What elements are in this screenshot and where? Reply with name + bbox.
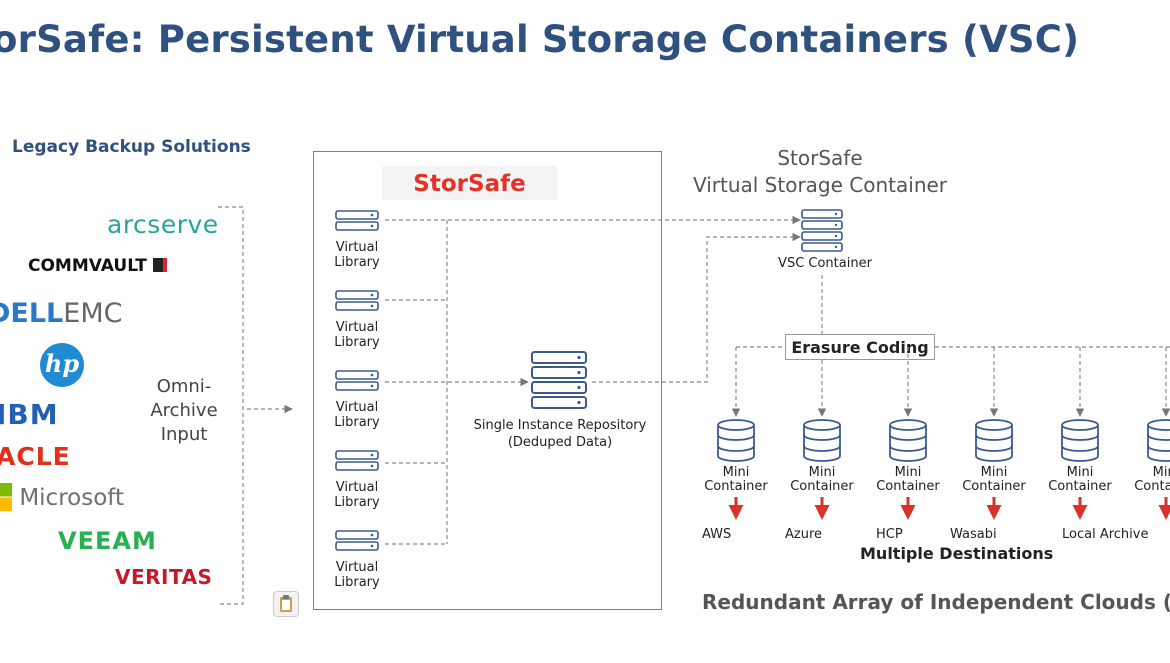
page-title: orSafe: Persistent Virtual Storage Conta…	[0, 18, 1080, 61]
server-icon	[335, 450, 379, 471]
mc-line2: Container	[790, 479, 854, 494]
microsoft-squares-icon	[0, 483, 12, 511]
sir-line1: Single Instance Repository	[473, 418, 647, 433]
hp-logo: hp	[40, 343, 84, 387]
mini-container-label: Mini Container	[782, 466, 862, 494]
mc-line2: Container	[1134, 479, 1170, 494]
database-icon	[889, 419, 927, 462]
omni-line2: Archive	[150, 400, 218, 421]
server-icon	[335, 530, 379, 551]
virtual-library-label: Virtual Library	[322, 400, 392, 430]
vsc-server-icon	[801, 209, 843, 252]
omni-archive-input-label: Omni- Archive Input	[140, 375, 228, 447]
destination-hcp: HCP	[876, 527, 903, 542]
database-icon	[1061, 419, 1099, 462]
vl-line2: Library	[334, 335, 380, 350]
destination-azure: Azure	[785, 527, 823, 542]
arcserve-logo: arcserve	[107, 210, 219, 239]
vl-line1: Virtual	[335, 240, 379, 255]
database-icon	[717, 419, 755, 462]
vsc-title: StorSafe Virtual Storage Container	[680, 145, 960, 199]
mini-container-label: Mini Container	[1126, 466, 1170, 494]
dell-text: DELL	[0, 298, 64, 329]
omni-line3: Input	[160, 424, 208, 445]
vl-line1: Virtual	[335, 560, 379, 575]
database-icon	[975, 419, 1013, 462]
server-icon	[335, 370, 379, 391]
vsc-title-line2: Virtual Storage Container	[692, 173, 948, 197]
clipboard-icon[interactable]	[273, 591, 299, 617]
server-icon	[335, 210, 379, 231]
mc-line2: Container	[962, 479, 1026, 494]
microsoft-logo: Microsoft	[0, 483, 124, 511]
vl-line2: Library	[334, 575, 380, 590]
vl-line1: Virtual	[335, 320, 379, 335]
mc-line1: Mini	[808, 465, 836, 480]
database-icon	[803, 419, 841, 462]
sir-line2: (Deduped Data)	[507, 435, 613, 450]
legacy-bracket	[218, 206, 244, 605]
commvault-text: COMMVAULT	[28, 256, 147, 276]
vl-line1: Virtual	[335, 480, 379, 495]
mc-line1: Mini	[722, 465, 750, 480]
emc-text: EMC	[63, 298, 123, 329]
mc-line1: Mini	[894, 465, 922, 480]
mini-container-label: Mini Container	[868, 466, 948, 494]
server-icon	[335, 290, 379, 311]
raic-caption: Redundant Array of Independent Clouds (R…	[702, 590, 1170, 614]
veeam-logo: VEEAM	[58, 527, 157, 555]
virtual-library-label: Virtual Library	[322, 480, 392, 510]
mini-container-label: Mini Container	[696, 466, 776, 494]
storsafe-label: StorSafe	[382, 166, 557, 200]
dellemc-logo: DELLEMC	[0, 298, 122, 329]
ibm-logo: IBM	[0, 398, 59, 431]
clipboard-icon-glyph	[280, 595, 292, 612]
vsc-container-label: VSC Container	[778, 256, 872, 271]
destination-wasabi: Wasabi	[950, 527, 997, 542]
commvault-mark-icon	[152, 258, 167, 272]
mc-line2: Container	[704, 479, 768, 494]
destination-local-archive: Local Archive	[1062, 527, 1149, 542]
vl-line2: Library	[334, 415, 380, 430]
vl-line1: Virtual	[335, 400, 379, 415]
vl-line2: Library	[334, 495, 380, 510]
mc-line1: Mini	[1066, 465, 1094, 480]
virtual-library-label: Virtual Library	[322, 560, 392, 590]
storsafe-box	[313, 151, 662, 610]
virtual-library-label: Virtual Library	[322, 240, 392, 270]
connector	[592, 232, 801, 383]
erasure-coding-box: Erasure Coding	[785, 334, 935, 360]
repository-server-icon	[531, 351, 587, 409]
multiple-destinations-label: Multiple Destinations	[860, 544, 1054, 563]
virtual-library-label: Virtual Library	[322, 320, 392, 350]
vsc-title-line1: StorSafe	[777, 146, 863, 170]
mc-line2: Container	[876, 479, 940, 494]
mini-container-label: Mini Container	[1040, 466, 1120, 494]
mc-line1: Mini	[980, 465, 1008, 480]
veritas-logo: VERITAS	[115, 565, 213, 589]
mc-line2: Container	[1048, 479, 1112, 494]
destination-aws: AWS	[702, 527, 732, 542]
database-icon	[1147, 419, 1170, 462]
vl-line2: Library	[334, 255, 380, 270]
single-instance-repository-label: Single Instance Repository (Deduped Data…	[470, 417, 650, 451]
legacy-backup-heading: Legacy Backup Solutions	[12, 137, 251, 157]
mini-container-label: Mini Container	[954, 466, 1034, 494]
mc-line1: Mini	[1152, 465, 1170, 480]
omni-line1: Omni-	[156, 376, 212, 397]
oracle-logo: ACLE	[0, 442, 71, 471]
microsoft-text: Microsoft	[19, 485, 124, 511]
commvault-logo: COMMVAULT	[28, 256, 167, 276]
